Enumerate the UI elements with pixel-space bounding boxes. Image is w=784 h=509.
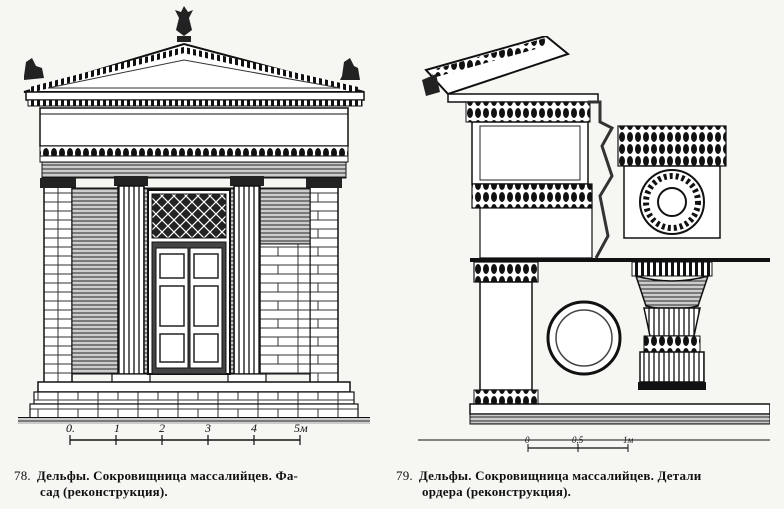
scale-label-3: 3 [204,421,211,435]
scale-label-4: 4 [251,421,257,435]
egg-and-dart-molding [39,145,349,157]
central-acroterion [175,6,193,42]
cornice-detail [422,36,599,123]
figure-78-caption: 78. Дельфы. Сокровищница массалийцев. Фа-… [14,468,376,500]
figure-79-caption-line1: Дельфы. Сокровищница массалийцев. Детали [418,468,702,483]
scale-label-1m: 1м [623,435,634,445]
right-column [227,176,267,383]
figure-78-caption-line2: сад (реконструкция). [40,484,168,499]
right-sphinx [340,58,360,80]
scale-label-half: 0,5 [572,435,584,445]
order-scale-bar: 0 0,5 1м [525,435,634,452]
rosette-panel [617,125,727,239]
left-anta [43,177,73,389]
figure-79-caption: 79. Дельфы. Сокровищница массалийцев. Дет… [396,468,772,500]
palm-capital [631,261,713,390]
torus-section [546,300,622,376]
right-anta [309,177,339,389]
doorway [147,189,231,375]
facade-scale-bar: 0. 1 2 3 4 5м [66,421,308,445]
anta-capital [473,261,539,405]
order-details-drawing: 0 0,5 1м [418,36,770,454]
entablature-section [471,100,615,259]
scale-label-5: 5м [294,421,308,435]
scale-label-0: 0 [525,435,530,445]
figure-79-number: 79. [396,468,413,483]
order-details-svg: 0 0,5 1м [418,36,770,452]
scale-label-1: 1 [114,421,120,435]
scale-label-2: 2 [159,421,165,435]
facade-drawing: 0. 1 2 3 4 5м [18,4,378,454]
facade-svg: 0. 1 2 3 4 5м [18,6,370,445]
scale-label-0: 0. [66,421,75,435]
left-column [111,176,151,383]
left-sphinx [24,58,44,80]
figure-78-number: 78. [14,468,31,483]
figure-78-caption-line1: Дельфы. Сокровищница массалийцев. Фа- [36,468,299,483]
pediment-dentils [29,46,359,93]
stylobate [37,381,351,393]
figure-79-caption-line2: ордера (реконструкция). [422,484,572,499]
